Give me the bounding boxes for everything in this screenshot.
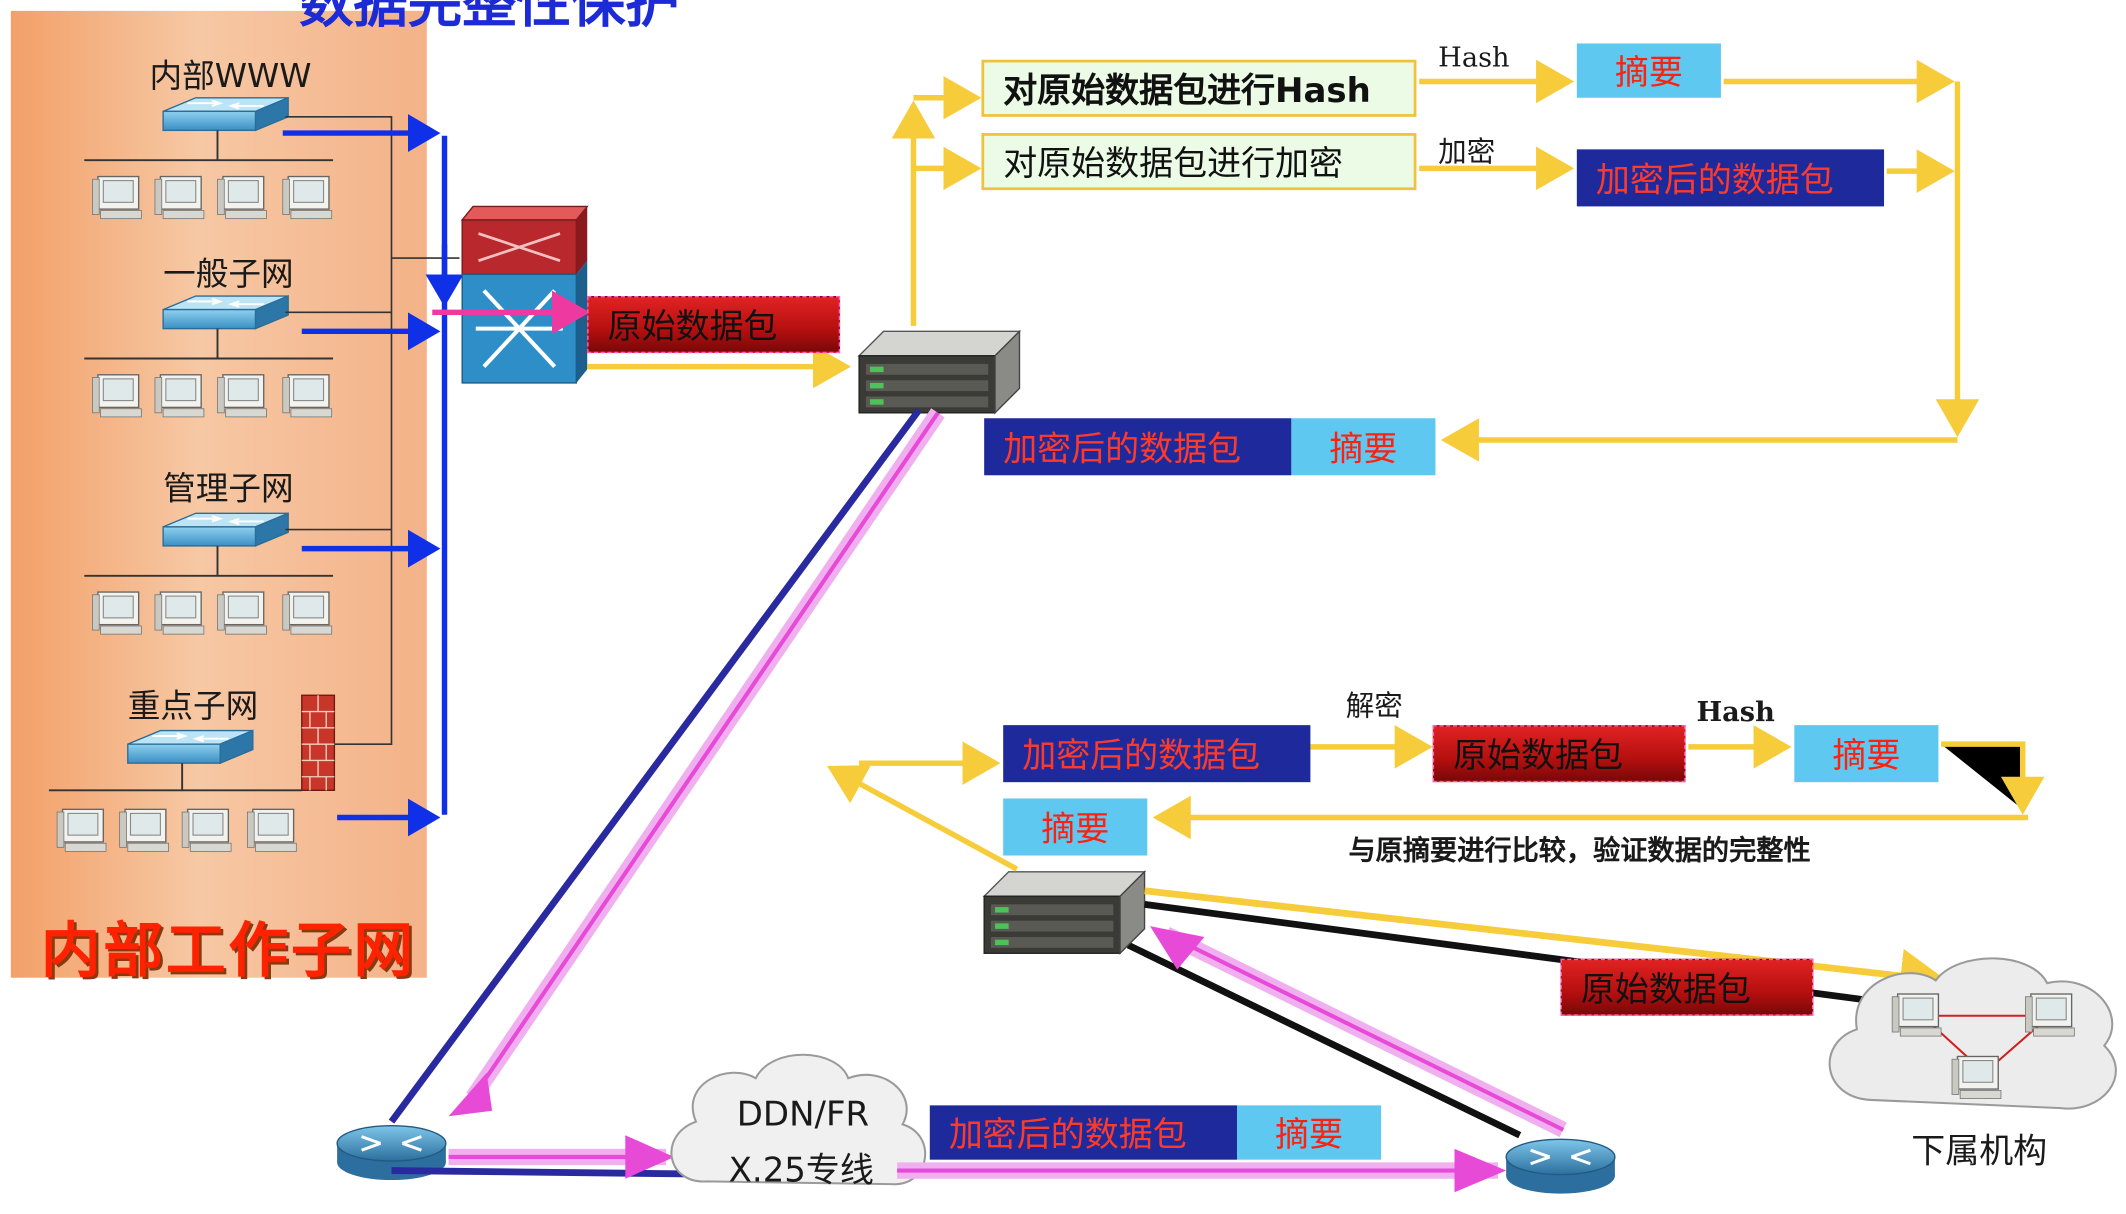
subnet-general <box>84 295 334 418</box>
vpn-gateway-icon <box>858 330 1021 414</box>
page-title: 数据完整性保护 <box>299 0 680 36</box>
computer-icon <box>216 175 268 220</box>
crossconnect-switch-icon <box>460 205 589 384</box>
cloud-label-line1: DDN/FR <box>736 1094 870 1134</box>
router-icon <box>1504 1137 1617 1196</box>
cloud-label-line2: X.25专线 <box>728 1150 874 1190</box>
tunnel-up <box>1126 926 1567 1139</box>
computer-icon <box>181 808 232 853</box>
decrypted-raw-box: 原始数据包 <box>1432 725 1686 783</box>
subnet-label-www: 内部WWW <box>149 57 312 96</box>
subnet-label-management: 管理子网 <box>163 469 294 508</box>
receiver-flow <box>827 725 2045 1003</box>
computer-icon <box>118 808 170 853</box>
switch-icon <box>162 295 290 330</box>
computer-icon <box>216 374 268 418</box>
arrow-icon <box>625 1135 675 1179</box>
computer-icon <box>282 591 333 635</box>
hash-arrow-label: Hash <box>1438 40 1510 74</box>
computer-icon <box>154 591 205 635</box>
switch-icon <box>162 96 290 132</box>
subnet-www <box>84 96 334 220</box>
firewall-icon <box>301 694 336 792</box>
branch-network <box>1828 957 2117 1110</box>
computer-icon <box>282 374 333 418</box>
arrow-icon <box>827 765 1019 872</box>
computer-icon <box>91 175 143 220</box>
received-encrypted-box: 加密后的数据包 <box>1003 725 1311 783</box>
subnet-management <box>84 512 334 635</box>
internal-network-title: 内部工作子网 <box>40 916 416 986</box>
computer-icon <box>216 591 268 635</box>
vpn-gateway-icon <box>983 871 1146 954</box>
subnet-key <box>48 694 336 853</box>
computer-icon <box>56 808 107 853</box>
computer-icon <box>246 808 298 853</box>
combined-encrypted-box: 加密后的数据包 <box>984 418 1292 476</box>
subnet-label-general: 一般子网 <box>163 255 294 294</box>
switch-icon <box>126 729 254 765</box>
tunnel-down <box>388 408 945 1124</box>
compare-caption: 与原摘要进行比较，验证数据的完整性 <box>1348 833 1811 867</box>
decrypt-label: 解密 <box>1345 689 1403 723</box>
receiver-hash-label: Hash <box>1696 695 1775 728</box>
subnet-label-key: 重点子网 <box>127 687 259 726</box>
cloud-icon <box>670 1053 927 1186</box>
encrypt-step-box: 对原始数据包进行加密 <box>981 133 1417 191</box>
branch-label: 下属机构 <box>1911 1131 2048 1171</box>
hash-step-box: 对原始数据包进行Hash <box>981 59 1417 117</box>
arrow-icon <box>1144 887 1948 1003</box>
arrow-icon <box>1941 741 2045 815</box>
output-raw-box: 原始数据包 <box>1560 958 1814 1016</box>
wan-encrypted-box: 加密后的数据包 <box>929 1105 1237 1160</box>
switch-icon <box>162 512 290 547</box>
arrow-icon <box>448 1072 493 1117</box>
wan-digest-box: 摘要 <box>1236 1105 1382 1160</box>
received-digest-box: 摘要 <box>1003 798 1148 856</box>
computer-icon <box>91 591 143 635</box>
raw-packet-box: 原始数据包 <box>587 296 841 354</box>
computer-icon <box>91 374 143 418</box>
computer-icon <box>154 374 205 418</box>
computer-icon <box>154 175 205 220</box>
sender-flow <box>891 59 1980 462</box>
digest-box: 摘要 <box>1576 43 1721 98</box>
arrow-icon <box>1150 926 1205 970</box>
encrypt-arrow-label: 加密 <box>1438 135 1496 169</box>
combined-digest-box: 摘要 <box>1291 418 1436 476</box>
blue-uplinks <box>282 114 464 837</box>
encrypted-packet-box: 加密后的数据包 <box>1576 149 1885 207</box>
computer-icon <box>282 175 333 220</box>
arrow-icon <box>1454 1148 1507 1193</box>
computed-digest-box: 摘要 <box>1794 725 1939 783</box>
